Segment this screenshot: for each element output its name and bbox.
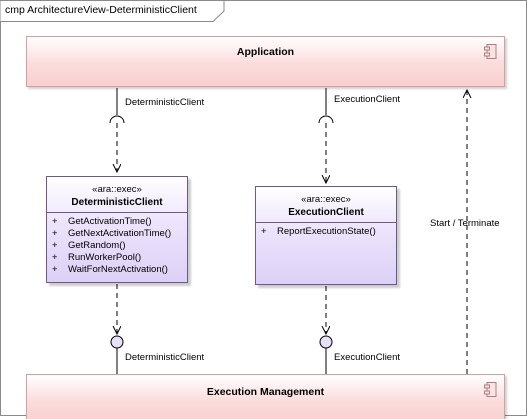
- operation-item[interactable]: + ReportExecutionState(): [256, 226, 396, 238]
- diagram-title: cmp ArchitectureView-DeterministicClient: [5, 4, 197, 16]
- operation-name: GetActivationTime(): [68, 216, 152, 227]
- compartment-divider: [47, 212, 187, 213]
- execution-management-name: Execution Management: [206, 386, 325, 398]
- interface-name: ExecutionClient: [288, 207, 364, 218]
- visibility-marker: +: [52, 252, 58, 263]
- operation-name: GetNextActivationTime(): [68, 228, 172, 239]
- provided-interface-label-execution-client: ExecutionClient: [334, 352, 401, 363]
- visibility-marker: +: [52, 240, 58, 251]
- operation-name: GetRandom(): [68, 240, 126, 251]
- visibility-marker: +: [52, 228, 58, 239]
- component-icon: [484, 44, 497, 59]
- operation-name: RunWorkerPool(): [68, 252, 142, 263]
- application-component[interactable]: Application: [26, 36, 505, 87]
- operation-item[interactable]: + GetNextActivationTime(): [47, 228, 187, 240]
- operation-name: ReportExecutionState(): [277, 226, 376, 237]
- operation-item[interactable]: + WaitForNextActivation(): [47, 264, 187, 276]
- execution-client-interface[interactable]: «ara::exec» ExecutionClient + ReportExec…: [255, 186, 397, 285]
- visibility-marker: +: [261, 226, 267, 237]
- interface-stereotype: «ara::exec»: [92, 184, 142, 195]
- provided-lollipop-execution-client: [319, 335, 333, 349]
- operation-list: + GetActivationTime() + GetNextActivatio…: [47, 213, 187, 276]
- operation-item[interactable]: + GetRandom(): [47, 240, 187, 252]
- operation-item[interactable]: + GetActivationTime(): [47, 216, 187, 228]
- operation-list: + ReportExecutionState(): [256, 223, 396, 238]
- visibility-marker: +: [52, 216, 58, 227]
- operation-name: WaitForNextActivation(): [68, 264, 168, 275]
- required-socket-deterministic-client: [109, 115, 125, 124]
- compartment-divider: [256, 222, 396, 223]
- component-icon: [484, 382, 497, 397]
- interface-name: DeterministicClient: [71, 197, 163, 208]
- required-interface-label-execution-client: ExecutionClient: [334, 94, 401, 105]
- application-name: Application: [236, 46, 295, 58]
- visibility-marker: +: [52, 264, 58, 275]
- start-terminate-label: Start / Terminate: [430, 218, 500, 229]
- provided-interface-label-deterministic-client: DeterministicClient: [125, 352, 205, 363]
- provided-lollipop-deterministic-client: [110, 335, 124, 349]
- required-socket-execution-client: [318, 115, 334, 124]
- required-interface-label-deterministic-client: DeterministicClient: [125, 97, 205, 108]
- operation-item[interactable]: + RunWorkerPool(): [47, 252, 187, 264]
- interface-stereotype: «ara::exec»: [301, 194, 351, 205]
- frame-title-tab: [0, 0, 225, 22]
- deterministic-client-interface[interactable]: «ara::exec» DeterministicClient + GetAct…: [46, 176, 188, 283]
- execution-management-component[interactable]: Execution Management: [26, 374, 505, 419]
